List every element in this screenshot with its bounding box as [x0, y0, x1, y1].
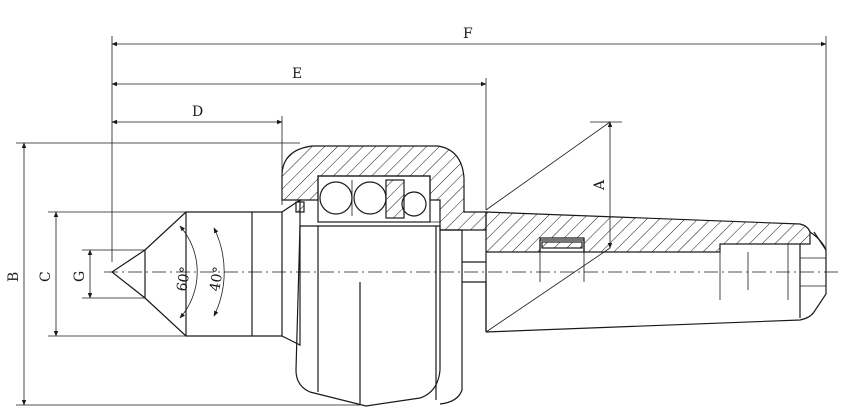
label-b: B: [6, 272, 22, 282]
dimension-lines: [16, 36, 827, 406]
angle-arcs: 60° 40°: [174, 225, 227, 319]
label-a: A: [592, 179, 608, 191]
label-g: G: [72, 271, 88, 282]
bearing-set: [295, 175, 431, 223]
housing-body: [281, 145, 487, 407]
dimension-labels: F E D B C G A: [6, 26, 608, 282]
label-e: E: [292, 66, 302, 82]
label-f: F: [463, 26, 473, 42]
label-c: C: [38, 271, 54, 282]
angle-40-label: 40°: [207, 265, 227, 292]
taper-shank: [485, 211, 827, 333]
cone-point: [110, 198, 301, 346]
label-d: D: [192, 104, 203, 120]
angle-60-label: 60°: [174, 265, 194, 292]
